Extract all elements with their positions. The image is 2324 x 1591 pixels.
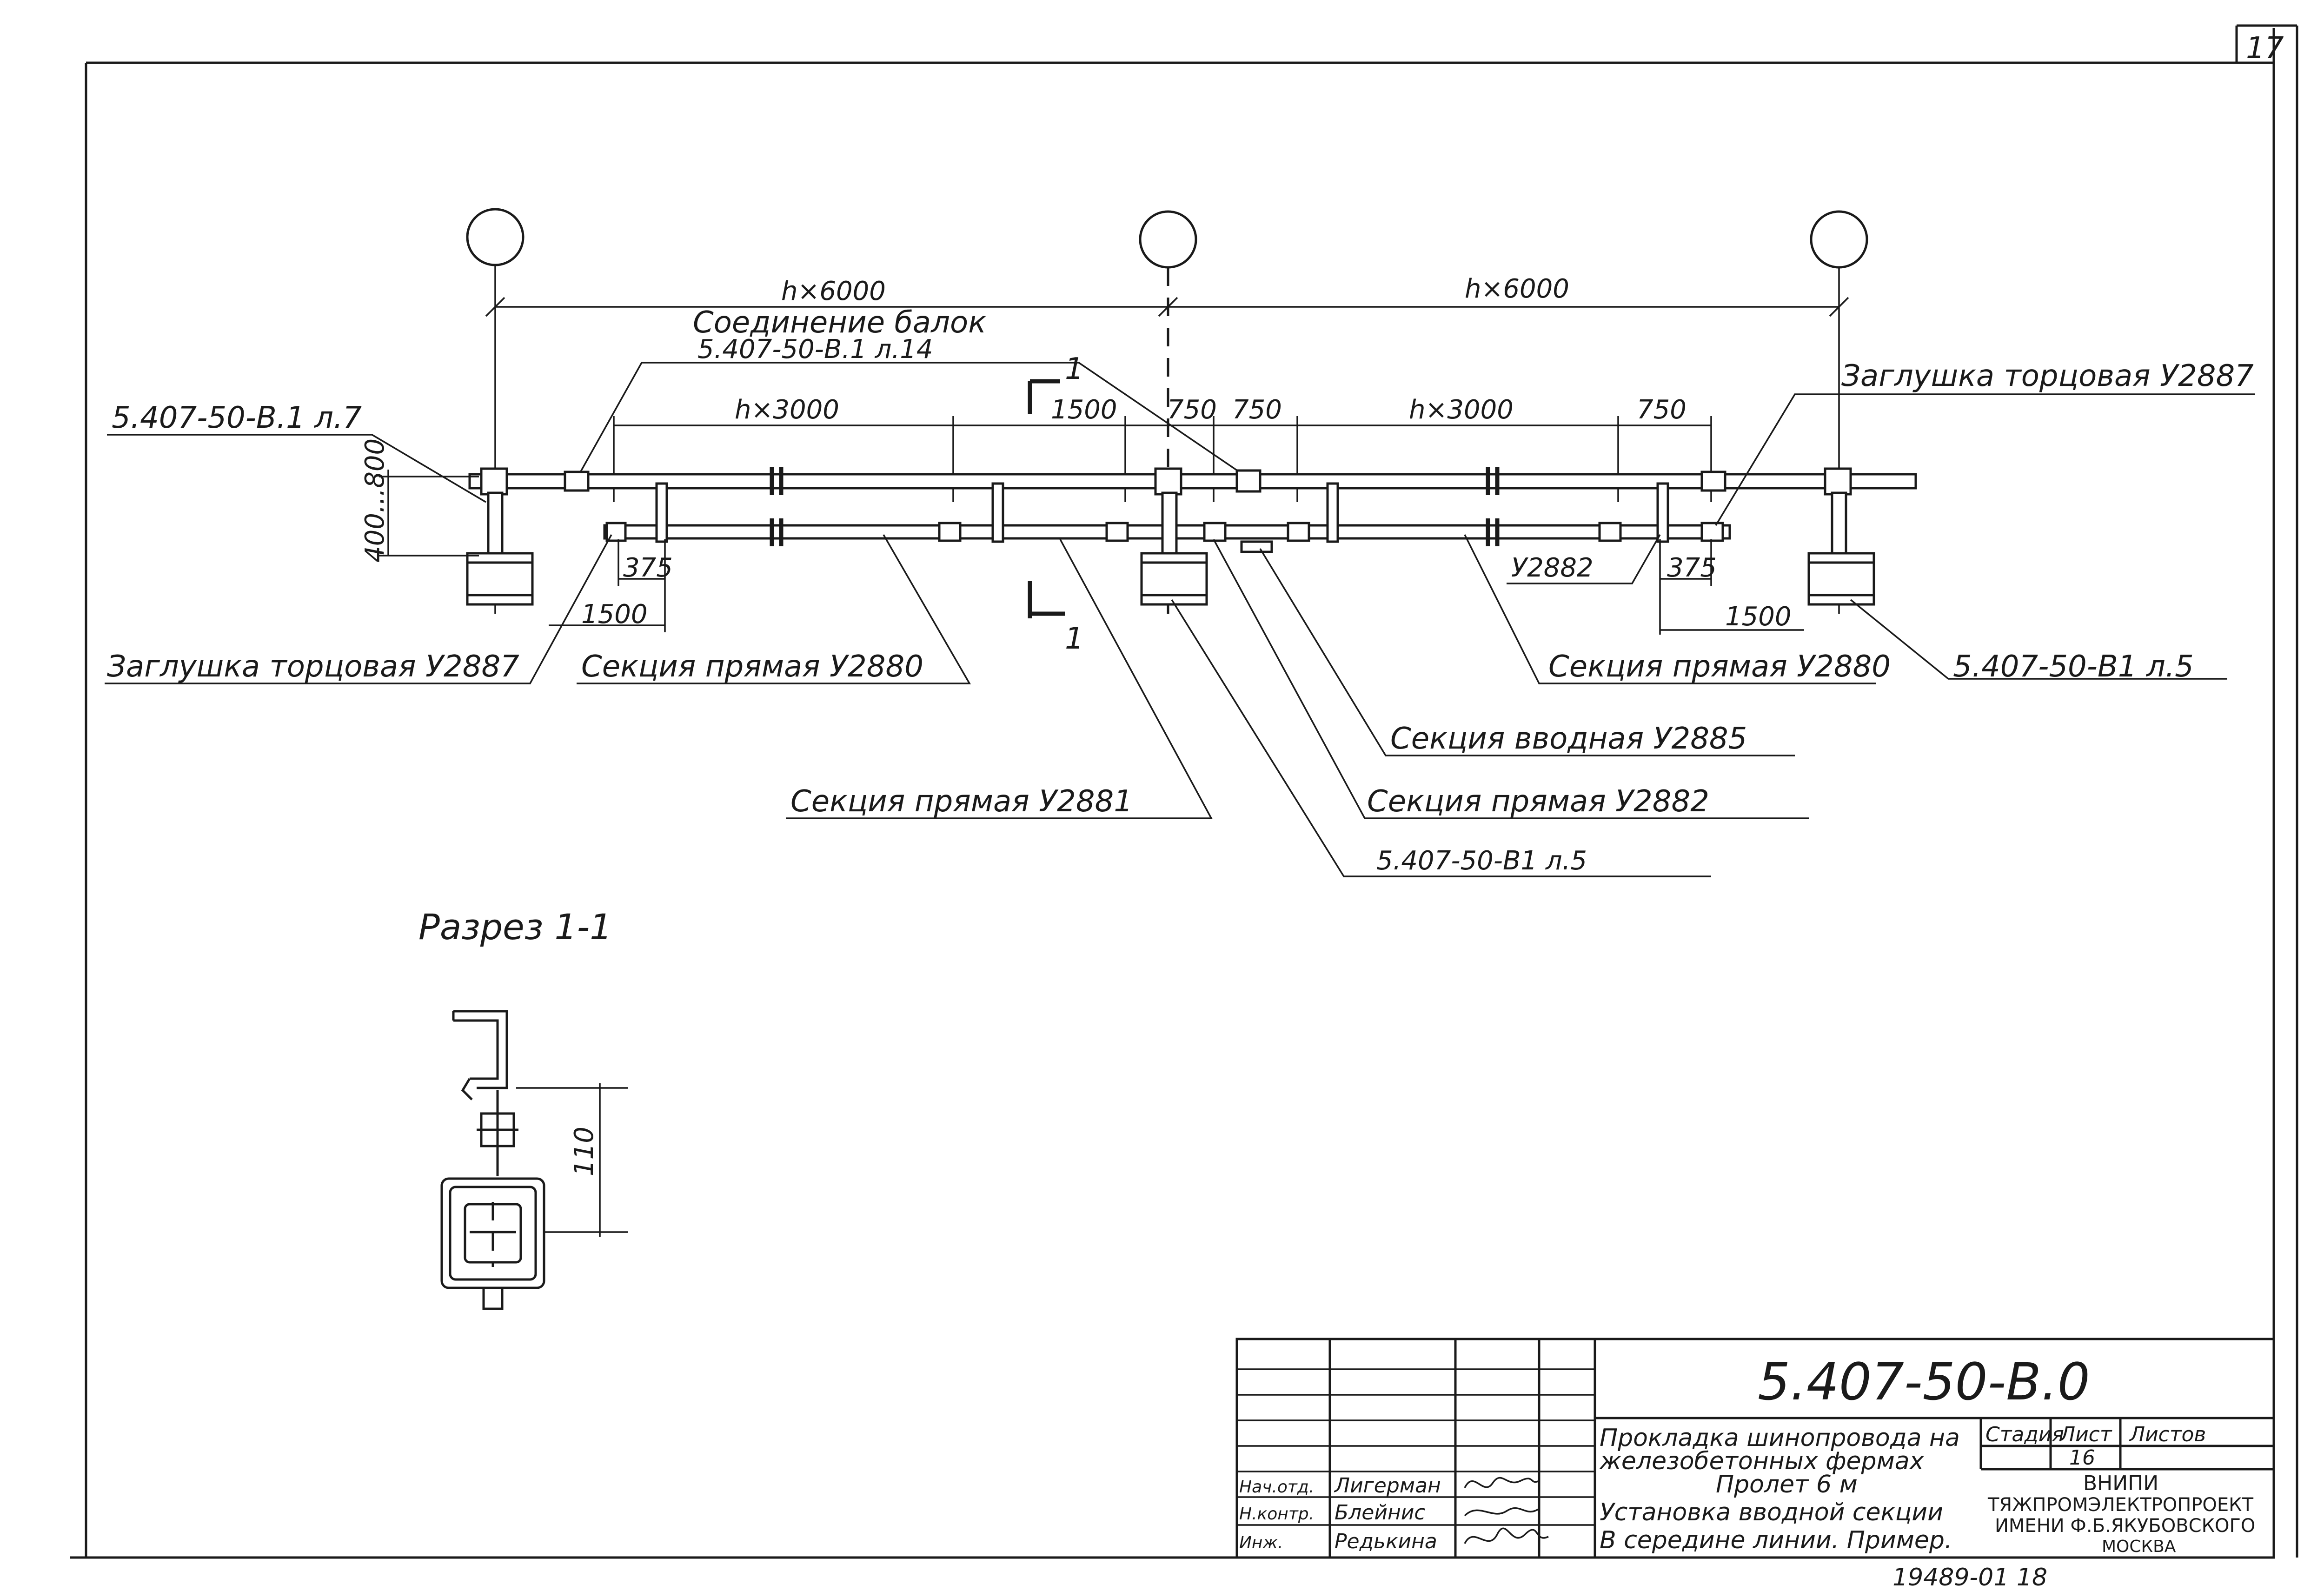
dim-750-a: 750 bbox=[1167, 395, 1217, 425]
archive-number: 19489-01 18 bbox=[1892, 1564, 2047, 1591]
title-desc-line-5: В середине линии. Пример. bbox=[1600, 1526, 1952, 1554]
title-block-grid bbox=[1235, 1338, 2275, 1559]
sheet-number: 17 bbox=[2246, 31, 2284, 66]
label-ref-bottom: 5.407-50-В1 л.5 bbox=[1376, 846, 1587, 876]
dim-750-right: 750 bbox=[1637, 395, 1687, 425]
leader-end-cap-right bbox=[1715, 393, 2255, 526]
dim-375-right: 375 bbox=[1667, 553, 1717, 583]
sheet-header: Лист bbox=[2059, 1423, 2112, 1446]
cut-mark-top: 1 bbox=[1065, 352, 1084, 386]
leader-input-section bbox=[1259, 548, 1795, 756]
leader-straight-left bbox=[577, 534, 971, 684]
label-straight-u2881: Секция прямая У2881 bbox=[790, 784, 1133, 819]
section-title: Разрез 1-1 bbox=[418, 906, 612, 948]
stage-header: Стадия bbox=[1985, 1423, 2064, 1446]
name-2: Блейнис bbox=[1335, 1501, 1426, 1525]
leader-end-cap-left bbox=[105, 534, 612, 684]
role-1: Нач.отд. bbox=[1239, 1478, 1314, 1497]
org-line-2: ТЯЖПРОМЭЛЕКТРОПРОЕКТ bbox=[1987, 1494, 2254, 1516]
cut-mark-bottom: 1 bbox=[1065, 622, 1084, 656]
column-bases bbox=[466, 552, 1875, 606]
title-desc-line-4: Установка вводной секции bbox=[1600, 1498, 1943, 1526]
dim-span-left: h×6000 bbox=[781, 276, 886, 306]
section-profile bbox=[440, 1010, 545, 1310]
leader-ref-right bbox=[1850, 599, 2227, 680]
org-line-1: ВНИПИ bbox=[2083, 1472, 2158, 1495]
leader-straight-u2881 bbox=[786, 539, 1213, 819]
drawing-frame bbox=[70, 24, 2298, 1559]
name-3: Редькина bbox=[1335, 1530, 1437, 1553]
height-dimension bbox=[379, 470, 479, 557]
hangers bbox=[487, 482, 1847, 555]
upper-beam bbox=[468, 467, 1917, 496]
signatures bbox=[1464, 1477, 1549, 1544]
title-code: 5.407-50-В.0 bbox=[1758, 1352, 2090, 1412]
leader-beam-joint bbox=[576, 362, 1247, 479]
small-dimensions bbox=[549, 539, 1804, 635]
dim-height-range: 400...800 bbox=[360, 438, 390, 563]
title-desc-line-3: Пролет 6 м bbox=[1716, 1471, 1858, 1498]
label-straight-u2882: Секция прямая У2882 bbox=[1367, 784, 1709, 819]
label-ref-top-left: 5.407-50-В.1 л.7 bbox=[112, 401, 362, 435]
sheets-header: Листов bbox=[2129, 1423, 2206, 1446]
dim-section-height: 110 bbox=[569, 1127, 599, 1176]
leader-straight-right bbox=[1464, 534, 1876, 684]
leader-ref-top-left bbox=[107, 434, 486, 503]
dim-750-b: 750 bbox=[1232, 395, 1282, 425]
section-height-dim bbox=[516, 1083, 628, 1237]
label-beam-joint: Соединение балок bbox=[693, 305, 986, 340]
leader-straight-u2882 bbox=[1213, 539, 1809, 819]
label-straight-right: Секция прямая У2880 bbox=[1548, 650, 1891, 684]
dim-1500-left: 1500 bbox=[581, 599, 648, 630]
title-desc-line-1: Прокладка шинопровода на bbox=[1600, 1424, 1960, 1452]
label-end-cap-left: Заглушка торцовая У2887 bbox=[107, 650, 519, 684]
org-line-4: МОСКВА bbox=[2102, 1537, 2176, 1556]
title-desc-line-2: железобетонных фермах bbox=[1599, 1447, 1925, 1475]
leader-u2882-small bbox=[1507, 534, 1661, 584]
dim-1500-right: 1500 bbox=[1725, 602, 1792, 632]
span-dimensions bbox=[485, 297, 1849, 317]
label-input-section: Секция вводная У2885 bbox=[1390, 722, 1747, 756]
role-3: Инж. bbox=[1239, 1533, 1283, 1552]
sheet-value: 16 bbox=[2069, 1446, 2095, 1470]
dim-1500-top: 1500 bbox=[1051, 395, 1117, 425]
dim-sub-left: h×3000 bbox=[735, 395, 839, 425]
dim-375-left: 375 bbox=[623, 553, 673, 583]
role-2: Н.контр. bbox=[1239, 1505, 1314, 1524]
section-cut-marks bbox=[1028, 379, 1065, 618]
dim-sub-right: h×3000 bbox=[1409, 395, 1514, 425]
label-end-cap-right: Заглушка торцовая У2887 bbox=[1841, 359, 2254, 393]
dim-span-right: h×6000 bbox=[1465, 274, 1569, 304]
leader-ref-bottom bbox=[1171, 599, 1711, 877]
org-line-3: ИМЕНИ Ф.Б.ЯКУБОВСКОГО bbox=[1995, 1515, 2255, 1537]
label-straight-left: Секция прямая У2880 bbox=[581, 650, 923, 684]
name-1: Лигерман bbox=[1334, 1474, 1441, 1498]
label-u2882-small: У2882 bbox=[1511, 553, 1594, 583]
label-beam-joint-ref: 5.407-50-В.1 л.14 bbox=[697, 334, 933, 365]
